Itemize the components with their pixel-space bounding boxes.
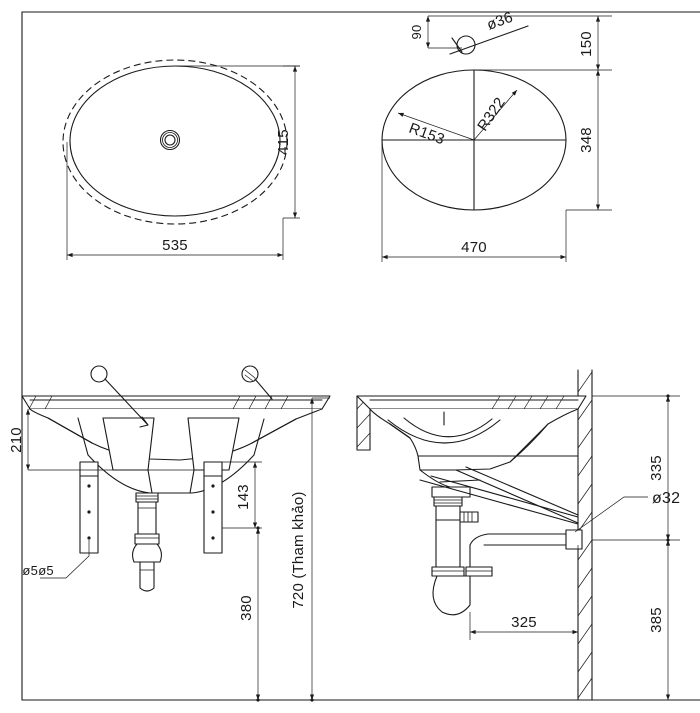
dim-415: 415	[275, 66, 298, 218]
dim-348-label: 348	[578, 127, 595, 153]
bolt-hole-label: ø5	[22, 563, 38, 578]
drain-trap-side	[431, 496, 583, 616]
bracket-left	[79, 461, 99, 554]
bolt-hole-label-text: ø5	[38, 563, 54, 578]
dim-335: 335	[648, 394, 671, 542]
dim-385-label: 385	[648, 607, 665, 633]
basin-body-side	[369, 408, 579, 498]
dim-385: 385	[648, 540, 671, 700]
view-side-elevation: ø32 335 385 325	[356, 369, 680, 701]
dim-150-label: 150	[578, 31, 595, 57]
faucet-hole-detail: ø36	[449, 9, 529, 55]
drain-trap-front	[131, 492, 163, 592]
dim-210: 210	[8, 409, 200, 471]
view-front-elevation: ø5 ø5 210 143	[8, 365, 331, 702]
bracket-right	[203, 461, 223, 554]
basin-internal-profile	[77, 417, 265, 494]
dim-535-label: 535	[162, 237, 188, 254]
dim-325: 325	[470, 614, 578, 635]
dim-90-label: 90	[409, 25, 424, 40]
dim-348: 348	[578, 70, 601, 210]
view-top-plan: 535 415	[62, 59, 300, 260]
drain-hole-top-view	[159, 129, 181, 151]
counter-slab	[21, 395, 331, 410]
support-brackets-side	[419, 466, 579, 525]
dim-90: 90	[409, 15, 462, 49]
waste-pipe-leader: ø32	[574, 490, 680, 533]
dim-335-label: 335	[648, 455, 665, 481]
side-elevation-extension-lines	[469, 395, 680, 701]
dim-150: 150	[578, 16, 601, 70]
basin-body-front	[29, 408, 323, 461]
dim-535: 535	[67, 237, 283, 258]
sheet-border	[21, 11, 700, 701]
bolt-hole-leader: ø5	[22, 540, 90, 579]
dim-720-overall: 720 (Tham khảo)	[290, 397, 330, 702]
dim-143-label: 143	[235, 484, 252, 510]
view-bowl-plan: R153 R322 ø36 90	[381, 9, 612, 262]
dim-380-label: 380	[238, 595, 255, 621]
waste-pipe-label: ø32	[652, 490, 680, 507]
counter-slab-side	[356, 395, 587, 410]
dim-325-label: 325	[511, 614, 537, 631]
dim-415-label: 415	[275, 129, 292, 155]
annotation-bubbles	[90, 365, 273, 428]
dim-720-label: 720 (Tham khảo)	[290, 491, 307, 608]
dim-380: 380	[238, 526, 261, 702]
basin-outer-rim-dashed	[62, 59, 288, 225]
top-plan-extension-lines	[66, 65, 300, 260]
bowl-plan-extension-lines	[381, 15, 612, 262]
dim-470-label: 470	[461, 239, 487, 256]
dim-470: 470	[382, 239, 566, 260]
dim-143: 143	[222, 461, 262, 529]
dim-210-label: 210	[8, 427, 25, 453]
